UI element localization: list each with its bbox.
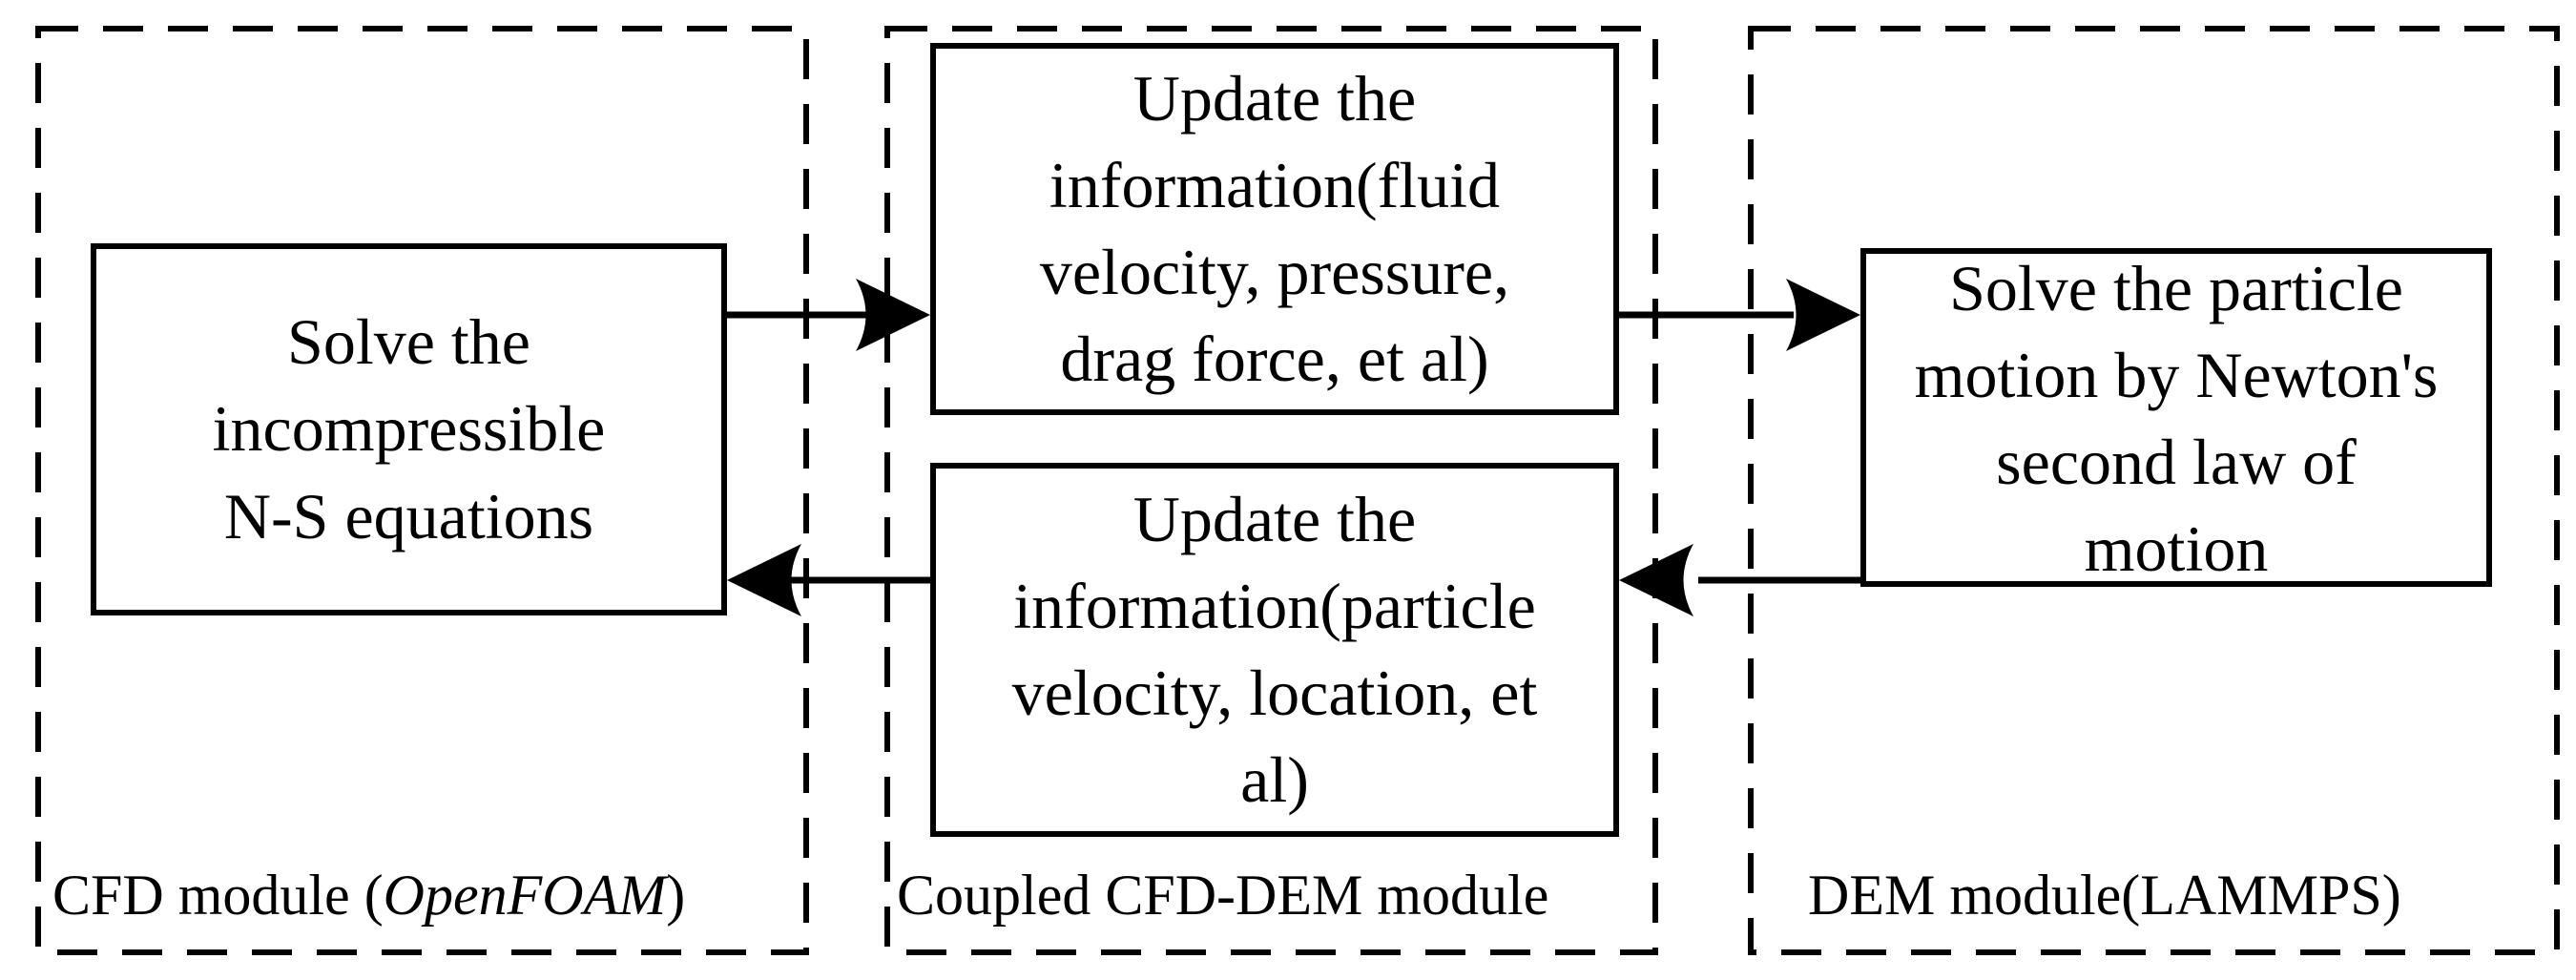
arrowhead-to-coupled-return — [1619, 544, 1693, 616]
update-fluid-text: Update the information(fluid velocity, p… — [1039, 61, 1510, 396]
dem-module-label: DEM module(LAMMPS) — [1808, 866, 2401, 924]
cfd-module-label: CFD module (OpenFOAM) — [52, 864, 686, 927]
cfd-module-label-italic: OpenFOAM — [383, 864, 667, 927]
cfd-solve-box: Solve the incompressible N-S equations — [91, 243, 727, 615]
cfd-module-frame — [35, 26, 809, 955]
coupled-module-frame — [884, 26, 1658, 955]
dem-module-label-text: DEM module(LAMMPS) — [1808, 864, 2401, 927]
cfd-module-label-prefix: CFD module ( — [52, 864, 384, 927]
cfd-module-label-suffix: ) — [666, 864, 686, 927]
cfd-solve-text: Solve the incompressible N-S equations — [212, 305, 606, 553]
coupled-module-label-text: Coupled CFD-DEM module — [897, 864, 1549, 927]
dem-solve-text: Solve the particle motion by Newton's se… — [1914, 251, 2439, 585]
coupled-module-label: Coupled CFD-DEM module — [897, 864, 1549, 927]
update-particle-box: Update the information(particle velocity… — [930, 463, 1619, 837]
dem-solve-box: Solve the particle motion by Newton's se… — [1860, 248, 2492, 587]
dem-module-frame — [1748, 26, 2560, 955]
update-fluid-box: Update the information(fluid velocity, p… — [930, 43, 1619, 415]
arrowhead-to-coupled — [856, 279, 930, 351]
arrowhead-to-dem — [1786, 279, 1860, 351]
update-particle-text: Update the information(particle velocity… — [1011, 482, 1538, 817]
arrowhead-to-cfd — [727, 544, 801, 616]
